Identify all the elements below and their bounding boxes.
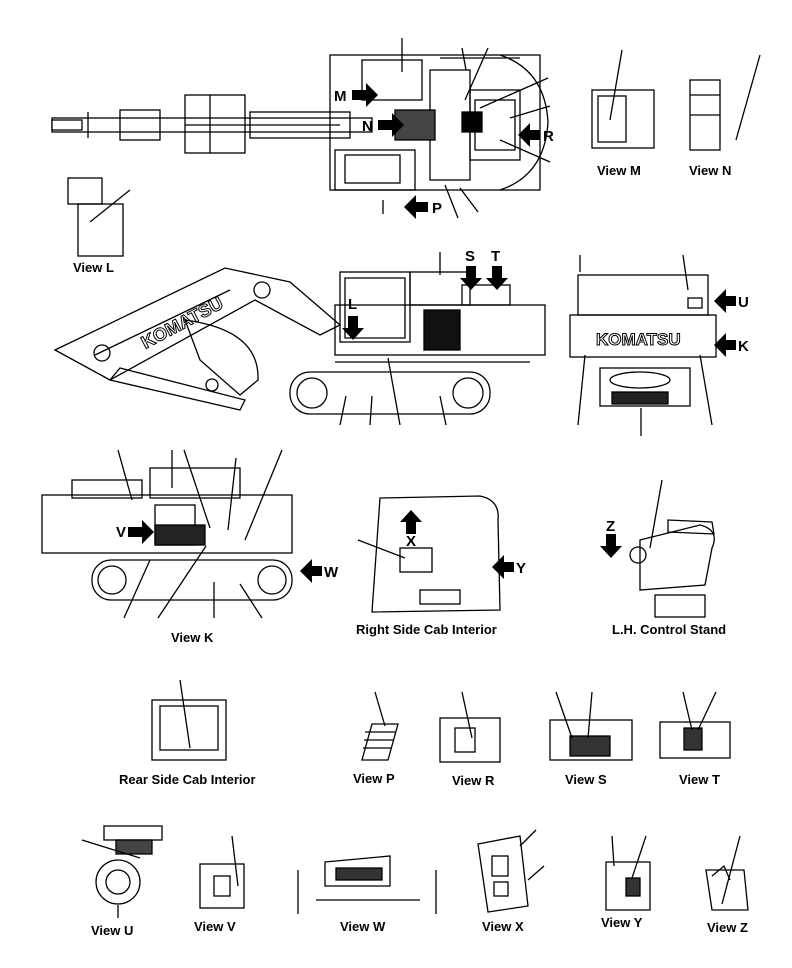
arrow-w [300, 559, 322, 583]
caption-view-k: View K [171, 630, 214, 645]
caption-view-t: View T [679, 772, 720, 787]
arrow-l [342, 316, 364, 340]
rear-cab-interior-figure [151, 679, 227, 761]
arrow-label-m: M [334, 88, 347, 105]
caption-view-l: View L [73, 260, 114, 275]
caption-rear-side-cab-interior: Rear Side Cab Interior [119, 772, 256, 787]
arrow-label-n: N [362, 118, 373, 135]
arrow-label-v: V [116, 524, 127, 541]
arrow-label-w: W [324, 564, 339, 581]
caption-view-z: View Z [707, 920, 748, 935]
arrow-label-k: K [738, 338, 749, 355]
arrow-label-t: T [491, 248, 501, 265]
arrow-x [400, 510, 422, 534]
arrow-label-s: S [465, 248, 476, 265]
view-k-figure [41, 449, 293, 619]
arrow-label-z: Z [606, 518, 616, 535]
excavator-rear-view [569, 254, 717, 436]
arrow-u [714, 289, 736, 313]
view-u-figure [81, 825, 163, 918]
caption-view-w: View W [340, 919, 386, 934]
arrow-s [460, 266, 482, 290]
caption-right-side-cab-interior: Right Side Cab Interior [356, 622, 497, 637]
rear-brand-logo: KOMATSU [596, 330, 681, 349]
view-n-figure [689, 54, 761, 151]
view-v-figure [199, 835, 245, 909]
arrow-label-x: X [406, 533, 417, 550]
arrow-m [352, 83, 378, 107]
arrow-n [378, 113, 404, 137]
arrow-label-y: Y [516, 560, 527, 577]
arrow-k [714, 333, 736, 357]
view-y-figure [605, 835, 651, 911]
view-l-figure [67, 177, 131, 257]
caption-view-n: View N [689, 163, 732, 178]
caption-view-v: View V [194, 919, 236, 934]
right-cab-interior-figure [357, 495, 501, 613]
arrow-p [404, 195, 428, 219]
arrow-z [600, 534, 622, 558]
caption-view-s: View S [565, 772, 607, 787]
excavator-side-view [53, 252, 546, 426]
view-x-figure [477, 829, 545, 913]
view-z-figure [705, 835, 749, 911]
view-w-figure [297, 855, 437, 914]
arrow-v [128, 520, 154, 544]
arrow-t [486, 266, 508, 290]
view-arrows [128, 83, 736, 583]
arrow-label-l: L [348, 296, 358, 313]
excavator-top-view [51, 38, 551, 219]
caption-view-m: View M [597, 163, 641, 178]
caption-view-x: View X [482, 919, 524, 934]
arrow-label-r: R [543, 128, 554, 145]
view-p-figure [361, 691, 399, 761]
view-r-figure [439, 691, 501, 763]
caption-view-u: View U [91, 923, 134, 938]
arrow-label-u: U [738, 294, 749, 311]
arrow-label-p: P [432, 200, 443, 217]
caption-view-y: View Y [601, 915, 643, 930]
lh-control-stand-figure [629, 479, 715, 618]
caption-lh-control-stand: L.H. Control Stand [612, 622, 727, 637]
caption-view-r: View R [452, 773, 495, 788]
view-s-figure [549, 691, 633, 761]
arrow-y [492, 555, 514, 579]
view-m-figure [591, 49, 655, 149]
caption-view-p: View P [353, 771, 395, 786]
view-t-figure [659, 691, 731, 759]
arrow-r [518, 123, 540, 147]
